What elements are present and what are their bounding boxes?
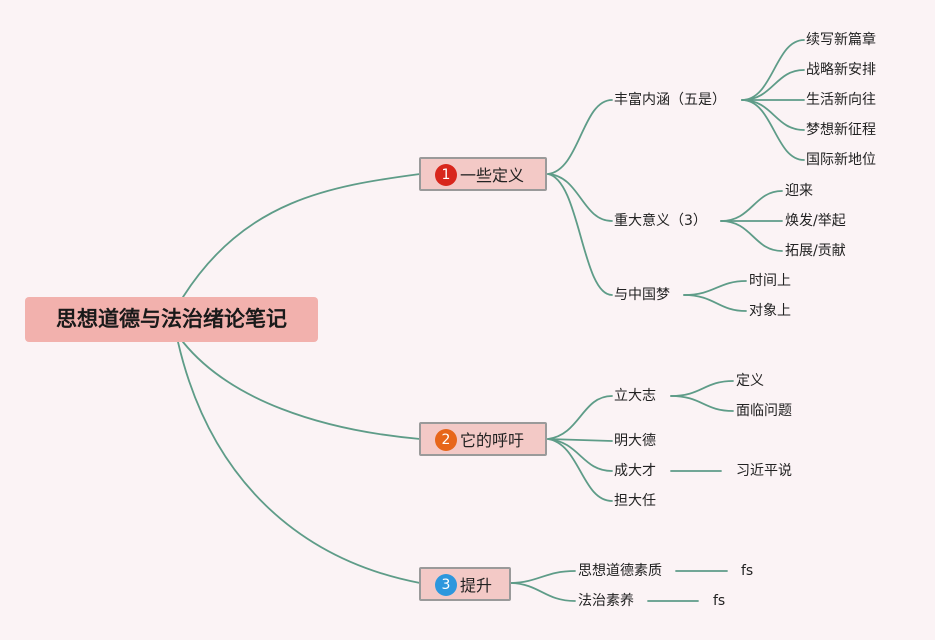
connector-c1-l5: [741, 99, 805, 161]
connector-b1-c2: [547, 173, 613, 222]
number-badge-icon: 1: [435, 164, 457, 186]
connector-c1-l4: [741, 99, 805, 131]
connector-b1-c1: [547, 99, 613, 175]
leaf-topic[interactable]: fs: [713, 593, 726, 609]
connector-b2c1-l1: [670, 380, 734, 397]
subtopic-3-2[interactable]: 法治素养: [578, 593, 634, 609]
leaf-topic[interactable]: 定义: [736, 373, 764, 389]
leaf-topic[interactable]: fs: [741, 563, 754, 579]
subtopic-1-2[interactable]: 重大意义（3）: [614, 213, 707, 229]
leaf-topic[interactable]: 梦想新征程: [806, 122, 876, 138]
number-badge-icon: 2: [435, 429, 457, 451]
connector-b2c1-l2: [670, 395, 734, 412]
subtopic-2-4[interactable]: 担大任: [614, 493, 656, 509]
connector-c1-l2: [741, 69, 805, 101]
connector-c1-l1: [741, 39, 805, 101]
subtopic-2-1[interactable]: 立大志: [614, 388, 656, 404]
subtopic-2-2[interactable]: 明大德: [614, 433, 656, 449]
connector-c3-l2: [683, 294, 747, 312]
connector-b3-c2: [510, 582, 576, 602]
connector-b3-c1: [510, 570, 576, 584]
connector-c2-l3: [720, 220, 783, 252]
subtopic-2-3[interactable]: 成大才: [614, 463, 656, 479]
subtopic-3-1[interactable]: 思想道德素质: [578, 563, 662, 579]
subtopic-1-1[interactable]: 丰富内涵（五是）: [614, 92, 726, 108]
leaf-topic[interactable]: 战略新安排: [806, 62, 876, 78]
connector-c2-l1: [720, 190, 783, 222]
leaf-topic[interactable]: 续写新篇章: [806, 32, 876, 48]
number-badge-icon: 3: [435, 574, 457, 596]
leaf-topic[interactable]: 焕发/举起: [785, 213, 846, 229]
subtopic-1-3[interactable]: 与中国梦: [614, 287, 670, 303]
connector-b2-c3: [547, 438, 613, 472]
connector-root-branch3: [177, 341, 421, 584]
connector-b2-c1: [547, 395, 613, 440]
connector-b2-c2: [547, 438, 613, 442]
root-topic[interactable]: 思想道德与法治绪论笔记: [25, 297, 318, 342]
connector-b1-c3: [547, 173, 613, 296]
branch-label: 提升: [460, 576, 493, 595]
connector-root-branch1: [182, 173, 421, 298]
connector-root-branch2: [182, 341, 421, 440]
connector-b2-c4: [547, 438, 613, 502]
leaf-topic[interactable]: 生活新向往: [806, 92, 876, 108]
leaf-topic[interactable]: 拓展/贡献: [785, 243, 846, 259]
branch-label: 它的呼吁: [460, 431, 525, 450]
leaf-topic[interactable]: 迎来: [785, 183, 813, 199]
leaf-topic[interactable]: 面临问题: [736, 403, 792, 419]
leaf-topic[interactable]: 国际新地位: [806, 152, 876, 168]
leaf-topic[interactable]: 对象上: [749, 303, 791, 319]
leaf-topic[interactable]: 时间上: [749, 273, 791, 289]
leaf-topic[interactable]: 习近平说: [736, 463, 792, 479]
branch-label: 一些定义: [460, 166, 525, 185]
connector-c3-l1: [683, 280, 747, 296]
